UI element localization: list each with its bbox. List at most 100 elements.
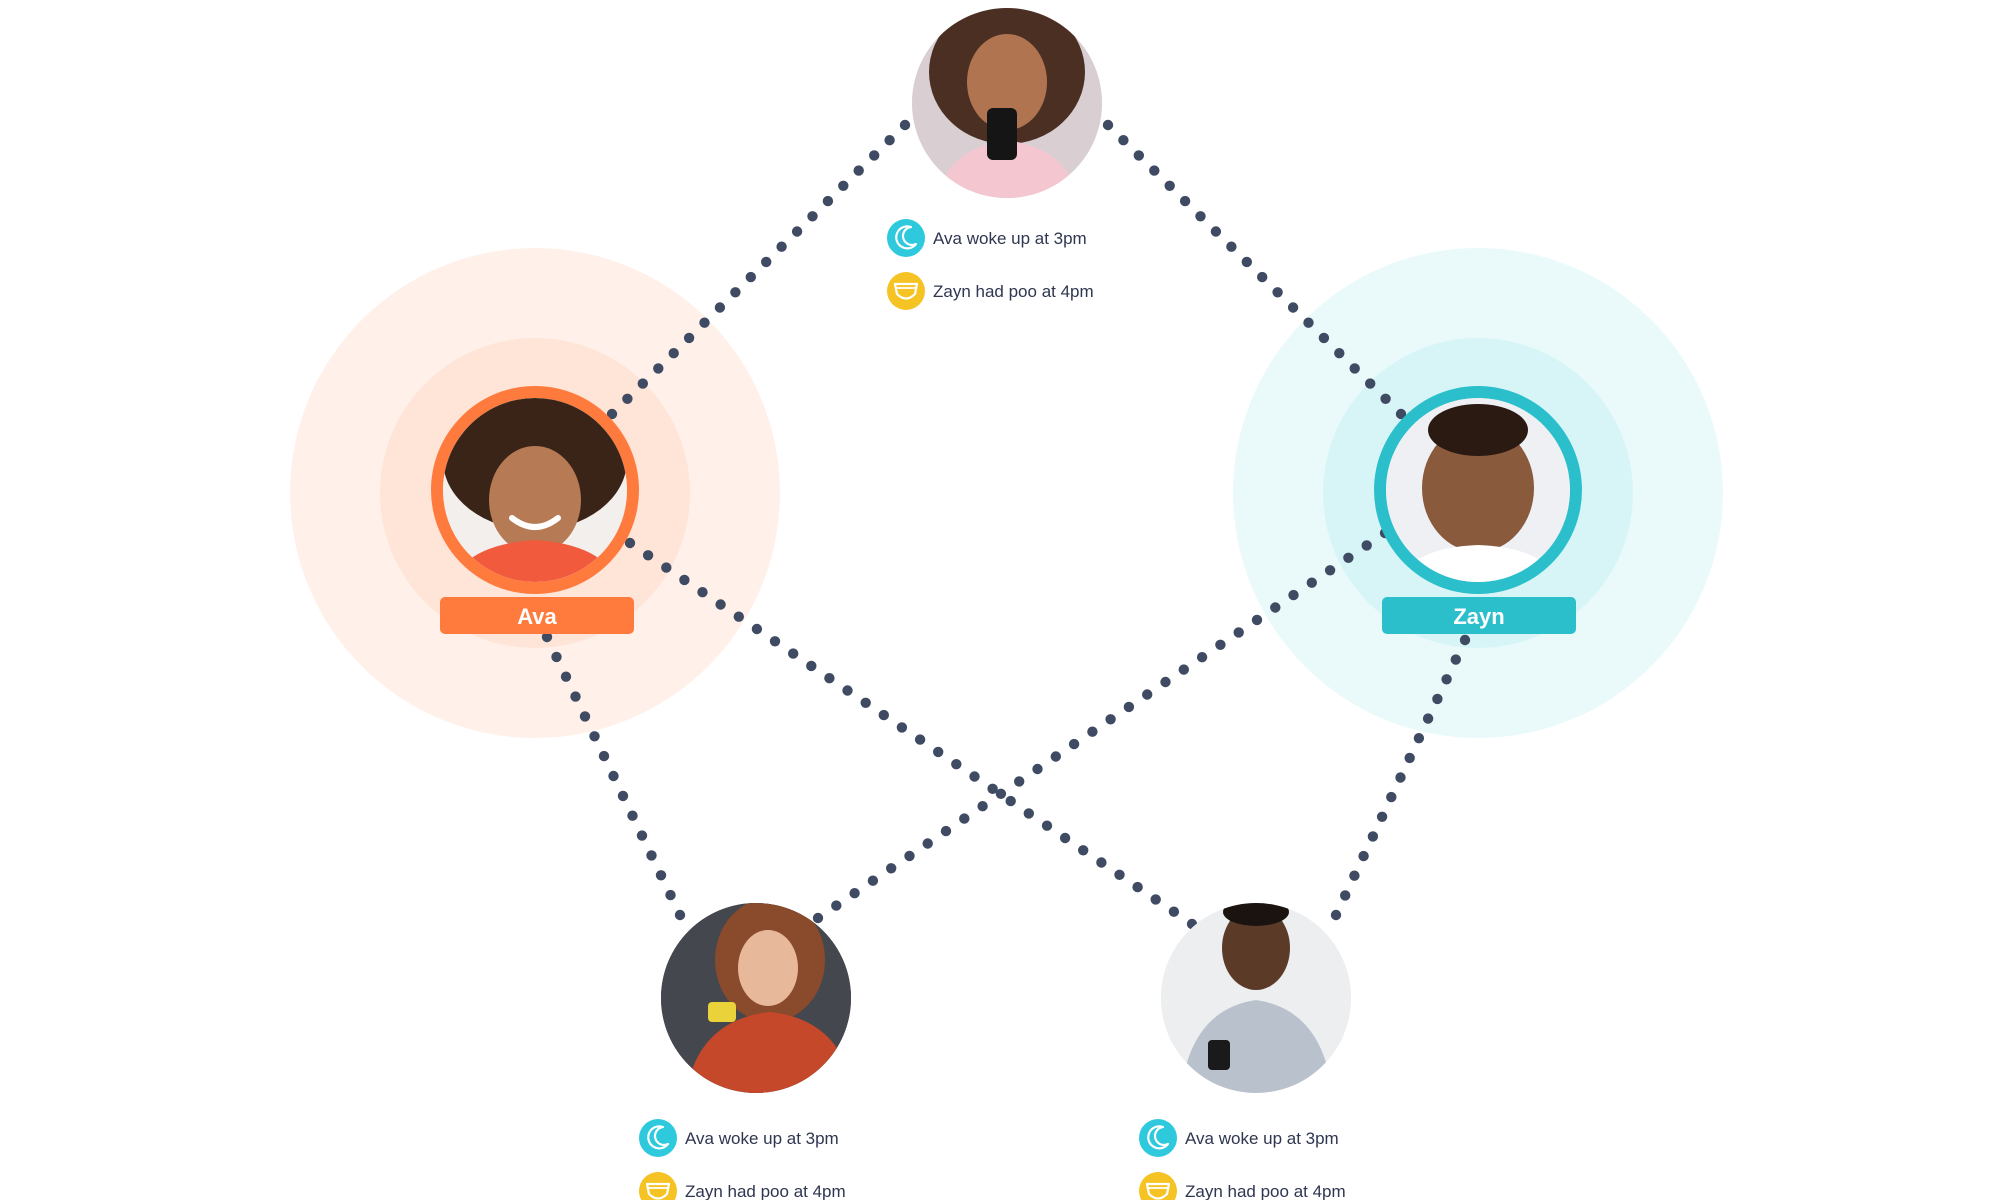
connector-dot <box>1330 909 1342 921</box>
connector-dot <box>636 830 648 841</box>
connector-dot <box>733 611 744 622</box>
connector-dot <box>1318 332 1330 344</box>
connector-dot <box>1014 776 1025 787</box>
connector-dot <box>589 731 600 742</box>
connector-dot <box>661 562 672 573</box>
connector-dot <box>849 888 860 899</box>
connector-dot <box>884 135 895 146</box>
caregiver-bottom-right-avatar <box>1161 903 1351 1093</box>
connector-dot <box>1142 689 1153 700</box>
connector-dot <box>1160 676 1171 688</box>
connector-dot <box>1178 664 1190 675</box>
connector-dot <box>860 697 871 708</box>
connector-dot <box>683 332 695 344</box>
connector-dot <box>541 631 553 643</box>
moon-icon <box>1139 1119 1177 1157</box>
connector-zayn-to-bottom-right <box>1330 634 1471 921</box>
connector-dot <box>1195 211 1206 222</box>
connector-dot <box>1441 674 1452 685</box>
connector-dot <box>1306 577 1318 588</box>
connector-dot <box>995 788 1007 799</box>
connector-dot <box>1303 317 1314 328</box>
connector-dot <box>791 226 803 237</box>
connector-dot <box>646 850 657 861</box>
connector-dot <box>551 651 562 663</box>
connector-dot <box>1395 772 1406 783</box>
connector-dot <box>831 900 842 911</box>
connector-dot <box>642 550 654 561</box>
connector-dot <box>969 771 980 782</box>
connector-dot <box>838 180 849 191</box>
connector-dot <box>1395 408 1407 420</box>
connector-dot <box>1087 726 1098 737</box>
connector-dot <box>560 671 572 682</box>
connector-dot <box>674 909 686 921</box>
connector-dot <box>1459 634 1471 646</box>
child-avatar-ava <box>431 386 639 594</box>
feed-item-text: Ava woke up at 3pm <box>1185 1129 1339 1148</box>
connector-dot <box>1123 701 1135 713</box>
connector-dot <box>1118 135 1129 146</box>
connector-dot <box>977 801 988 812</box>
connector-dot <box>1367 831 1379 842</box>
connector-dot <box>1343 552 1354 563</box>
connector-dot <box>1150 894 1161 905</box>
connector-dot <box>761 256 772 268</box>
feed-item-text: Zayn had poo at 4pm <box>685 1182 846 1200</box>
connector-dot <box>715 599 726 610</box>
connector-dot <box>807 211 818 222</box>
connector-dot <box>806 660 817 672</box>
connector-dot <box>842 685 853 696</box>
feed-item: Zayn had poo at 4pm <box>1139 1172 1346 1200</box>
feed-item-text: Zayn had poo at 4pm <box>1185 1182 1346 1200</box>
connector-dot <box>570 691 581 702</box>
connector-dot <box>1340 890 1351 901</box>
connector-dot <box>1105 714 1116 725</box>
connector-dot <box>1251 614 1263 626</box>
connector-dot <box>637 378 648 389</box>
connector-dot <box>1233 627 1244 638</box>
connector-dot <box>933 746 944 758</box>
nappy-icon <box>887 272 925 310</box>
connector-dot <box>922 838 933 849</box>
connector-dot <box>1133 150 1145 161</box>
connector-dot <box>1358 850 1369 862</box>
connector-dot <box>824 673 835 684</box>
connector-dot <box>655 870 667 881</box>
connector-dot <box>1270 602 1281 613</box>
connector-dot <box>1132 881 1143 893</box>
connector-dot <box>1005 795 1016 807</box>
connector-dot <box>598 750 610 762</box>
connector-dot <box>1386 791 1397 803</box>
connector-dot <box>853 165 864 176</box>
feed-item-text: Zayn had poo at 4pm <box>933 282 1094 301</box>
feed-item: Ava woke up at 3pm <box>1139 1119 1339 1157</box>
nappy-icon <box>1139 1172 1177 1200</box>
connector-dot <box>769 636 781 647</box>
connector-dot <box>1050 751 1062 762</box>
connector-dot <box>904 850 915 862</box>
feed-item: Zayn had poo at 4pm <box>639 1172 846 1200</box>
connector-dot <box>1068 738 1080 750</box>
connector-dot <box>751 623 763 635</box>
connector-dot <box>1096 857 1107 868</box>
connector-dot <box>776 241 787 252</box>
connector-dot <box>896 722 908 733</box>
feed-item-text: Ava woke up at 3pm <box>933 229 1087 248</box>
connector-dot <box>1413 733 1425 744</box>
connector-dot <box>1334 348 1345 359</box>
connector-dot <box>1288 589 1299 601</box>
child-name-badge-zayn: Zayn <box>1382 597 1576 634</box>
child-name-badge-ava: Ava <box>440 597 634 634</box>
connector-dot <box>1059 832 1071 844</box>
connector-dot <box>1361 540 1372 551</box>
connector-dot <box>1226 241 1237 252</box>
connector-dot <box>1023 808 1034 819</box>
connector-dot <box>1078 845 1089 856</box>
connector-dot <box>867 875 879 886</box>
child-name-ava: Ava <box>517 604 557 629</box>
connector-dot <box>951 759 962 770</box>
connector-dot <box>1210 226 1222 237</box>
connector-dot <box>1432 693 1443 705</box>
